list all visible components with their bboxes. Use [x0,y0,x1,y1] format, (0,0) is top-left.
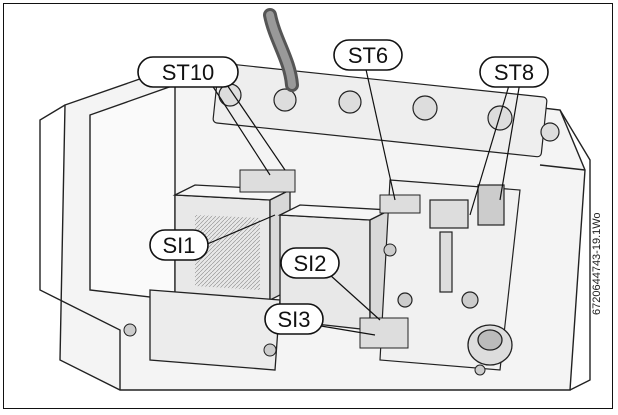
figure-frame [3,3,613,409]
callout-st6-label: ST6 [348,43,388,68]
control-board [379,179,521,371]
callout-st8: ST8 [479,56,549,88]
power-cable [263,8,299,92]
screws [123,243,486,376]
callout-si1-label: SI1 [162,233,195,258]
callout-si3: SI3 [264,303,324,335]
callout-st10: ST10 [137,56,239,88]
reference-code: 6720644743-19.1Wo [591,212,603,315]
pump-knob [467,324,513,366]
callout-si1: SI1 [149,229,209,261]
callout-si2-label: SI2 [293,251,326,276]
connector-st10 [239,169,296,193]
connector-st6 [379,194,421,214]
callout-st8-label: ST8 [494,60,534,85]
callout-st10-label: ST10 [162,60,215,85]
callout-si2: SI2 [280,247,340,279]
leader-lines [204,64,521,336]
callout-si3-label: SI3 [277,307,310,332]
fuse-holder [359,317,409,349]
callout-st6: ST6 [333,39,403,71]
